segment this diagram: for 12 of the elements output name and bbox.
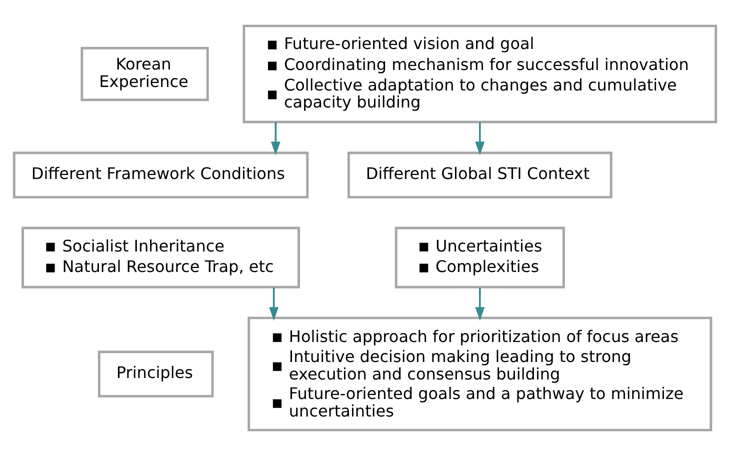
node-box: Different Framework Conditions xyxy=(12,151,308,198)
node-box: Holistic approach for prioritization of focus areas Intuitive decision making leading to strong execution and consensus building Future-oriented goals and a pathway to minimize uncertainties xyxy=(247,316,712,431)
node-box: Principles xyxy=(97,350,214,397)
arrow xyxy=(474,287,484,320)
arrow xyxy=(270,122,280,155)
node-box: Different Global STI Context xyxy=(346,151,612,198)
arrow xyxy=(474,122,484,155)
node-box: Korean Experience xyxy=(80,46,208,101)
node-box: Uncertainties Complexities xyxy=(394,226,564,288)
node-box: Socialist Inheritance Natural Resource Trap, etc xyxy=(21,226,300,288)
arrow xyxy=(268,287,278,320)
node-box: Future-oriented vision and goal Coordinating mechanism for successful innovation Collective adaptation to changes and cumulative capacity building xyxy=(242,24,717,123)
